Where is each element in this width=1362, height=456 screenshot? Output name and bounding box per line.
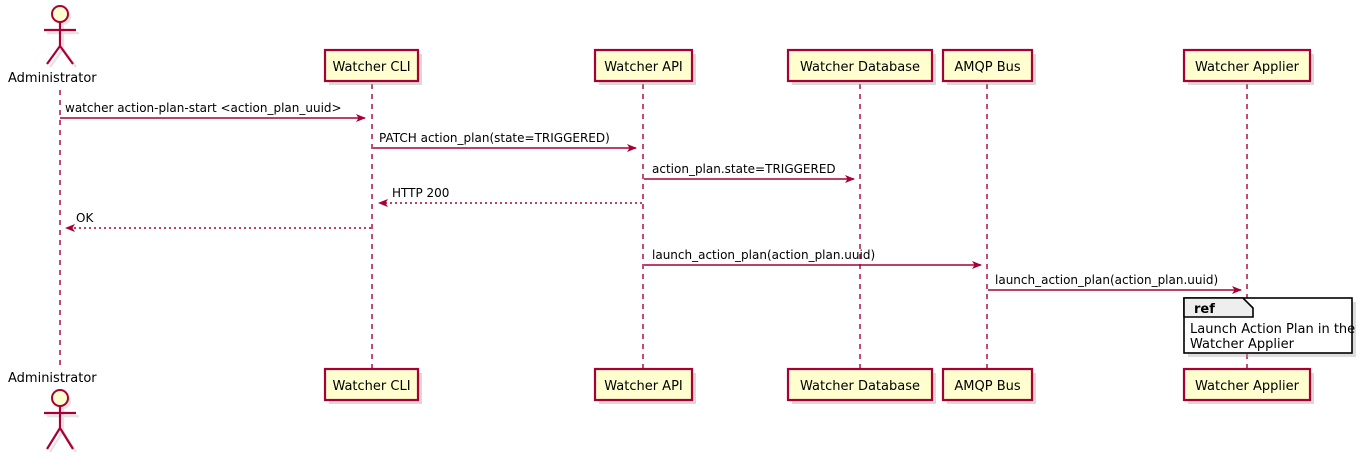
participant-box: [593, 367, 694, 402]
ref-tag-pentagon: [1183, 297, 1254, 318]
participant-api-bottom[interactable]: Watcher API: [593, 367, 696, 404]
participant-box: [941, 48, 1034, 83]
participant-label-cli-top: Watcher CLI: [332, 60, 410, 75]
participant-cli-bottom[interactable]: Watcher CLI: [323, 367, 422, 404]
participant-amqp-top[interactable]: AMQP Bus: [941, 48, 1036, 85]
actor-head-icon: [51, 389, 69, 407]
participant-label-cli-bottom: Watcher CLI: [332, 379, 410, 394]
participant-label-db-bottom: Watcher Database: [800, 379, 920, 394]
participant-label-applier-bottom: Watcher Applier: [1195, 379, 1300, 394]
actor-administrator-bottom[interactable]: Administrator: [8, 371, 97, 453]
participant-label-api-top: Watcher API: [604, 60, 683, 75]
participant-applier-bottom[interactable]: Watcher Applier: [1182, 367, 1314, 404]
participant-box: [786, 367, 934, 402]
message-label: launch_action_plan(action_plan.uuid): [995, 273, 1218, 287]
participant-label-amqp-top: AMQP Bus: [954, 60, 1020, 75]
participant-db-bottom[interactable]: Watcher Database: [786, 367, 936, 404]
actor-label-administrator-top: Administrator: [8, 71, 97, 86]
participant-box: [1182, 367, 1312, 402]
message-6-launch-action-plan-amqp[interactable]: launch_action_plan(action_plan.uuid): [644, 248, 982, 269]
participant-label-db-top: Watcher Database: [800, 60, 920, 75]
participant-label-api-bottom: Watcher API: [604, 379, 683, 394]
participant-box: [941, 367, 1034, 402]
message-2-patch-action-plan[interactable]: PATCH action_plan(state=TRIGGERED): [373, 131, 637, 152]
ref-tag-label: ref: [1194, 302, 1215, 317]
message-5-ok[interactable]: OK: [65, 211, 371, 232]
participant-box: [323, 367, 420, 402]
lifelines-group: [59, 84, 1248, 369]
participant-label-applier-top: Watcher Applier: [1195, 60, 1300, 75]
participant-box: [593, 48, 694, 83]
participant-cli-top[interactable]: Watcher CLI: [323, 48, 422, 85]
participant-db-top[interactable]: Watcher Database: [786, 48, 936, 85]
message-label: watcher action-plan-start <action_plan_u…: [65, 101, 342, 115]
message-label: launch_action_plan(action_plan.uuid): [652, 248, 875, 262]
message-label: PATCH action_plan(state=TRIGGERED): [379, 131, 610, 145]
message-1-watcher-action-plan-start[interactable]: watcher action-plan-start <action_plan_u…: [60, 101, 366, 122]
participant-applier-top[interactable]: Watcher Applier: [1182, 48, 1314, 85]
participant-box: [786, 48, 934, 83]
participant-api-top[interactable]: Watcher API: [593, 48, 696, 85]
participant-label-amqp-bottom: AMQP Bus: [954, 379, 1020, 394]
ref-body-line-1: Launch Action Plan in the: [1190, 322, 1355, 337]
participant-box: [1182, 48, 1312, 83]
participant-amqp-bottom[interactable]: AMQP Bus: [941, 367, 1036, 404]
ref-fragment[interactable]: ref Launch Action Plan in the Watcher Ap…: [1183, 297, 1356, 357]
message-7-launch-action-plan-applier[interactable]: launch_action_plan(action_plan.uuid): [988, 273, 1242, 294]
message-label: HTTP 200: [392, 186, 449, 200]
actor-label-administrator-bottom: Administrator: [8, 371, 97, 386]
message-label: action_plan.state=TRIGGERED: [652, 162, 836, 176]
actor-administrator-top[interactable]: Administrator: [8, 5, 97, 86]
participant-box: [323, 48, 420, 83]
message-4-http-200[interactable]: HTTP 200: [378, 186, 642, 207]
ref-body-line-2: Watcher Applier: [1190, 337, 1295, 352]
message-3-action-plan-state-triggered[interactable]: action_plan.state=TRIGGERED: [644, 162, 855, 183]
actor-head-icon: [51, 5, 69, 23]
message-label: OK: [76, 211, 94, 225]
